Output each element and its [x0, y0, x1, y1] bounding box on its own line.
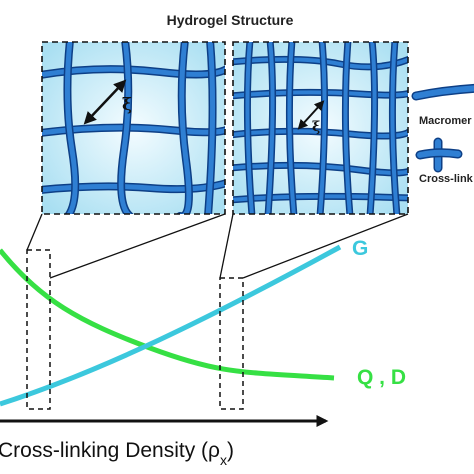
polymer-strand — [266, 42, 275, 214]
polymer-strand — [118, 42, 132, 214]
polymer-strand — [205, 42, 216, 214]
polymer-strand — [368, 42, 377, 214]
connector-line — [219, 213, 234, 279]
connector-line — [242, 213, 409, 279]
sample-window-high — [219, 277, 244, 410]
sample-window-low — [26, 249, 51, 410]
modulus-curve — [0, 244, 342, 407]
polymer-strand — [343, 42, 352, 214]
macromer-icon — [411, 83, 474, 101]
x-axis-label-close: ) — [227, 439, 234, 462]
modulus-label: G — [352, 237, 368, 260]
polymer-strand — [287, 42, 296, 214]
polymer-fibers — [233, 42, 408, 214]
swelling-diffusivity-curve — [0, 248, 335, 381]
mesh-size-arrow — [297, 100, 325, 130]
legend-crosslink-label: Cross-link — [419, 173, 474, 185]
polymer-strand — [64, 42, 78, 214]
polymer-strand — [178, 42, 192, 214]
legend-macromer-label: Macromer — [419, 115, 472, 127]
x-axis-label-subscript: x — [220, 452, 227, 468]
polymer-strand — [390, 42, 399, 214]
panel-border — [41, 41, 226, 215]
network-panel-high-crosslink: ξ — [232, 41, 409, 215]
x-axis-label-main: Cross-linking Density (ρ — [0, 439, 220, 462]
connector-line — [26, 213, 43, 251]
polymer-strand — [233, 57, 408, 69]
polymer-strand — [233, 163, 408, 175]
polymer-strand — [233, 129, 408, 138]
polymer-strand — [42, 125, 225, 136]
figure-title: Hydrogel Structure — [167, 12, 294, 28]
crosslink-icon — [415, 137, 463, 173]
swelling-diffusivity-label: Q , D — [357, 366, 406, 389]
polymer-fibers — [42, 42, 225, 214]
polymer-strand — [233, 90, 408, 98]
network-panel-low-crosslink: ξ — [41, 41, 226, 215]
connector-line — [49, 213, 226, 279]
polymer-strand — [42, 66, 225, 78]
polymer-strand — [245, 42, 254, 214]
mesh-size-symbol: ξ — [122, 95, 132, 115]
panel-border — [232, 41, 409, 215]
legend: Macromer Cross-link — [411, 83, 474, 185]
zoom-connectors — [26, 213, 409, 279]
polymer-strand — [318, 42, 327, 214]
x-axis-label: Cross-linking Density (ρx) — [0, 439, 234, 468]
mesh-size-arrow — [83, 79, 127, 125]
mesh-size-symbol: ξ — [312, 119, 320, 135]
